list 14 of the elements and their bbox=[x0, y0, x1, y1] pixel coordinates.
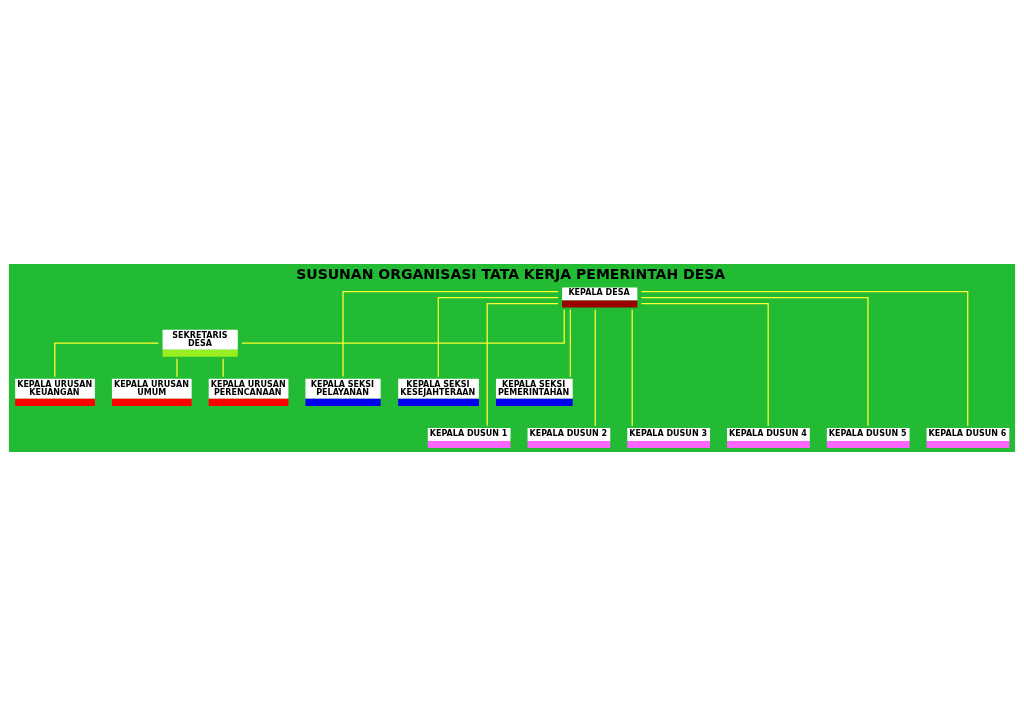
connector bbox=[241, 308, 565, 344]
connector bbox=[631, 308, 633, 426]
connector bbox=[222, 357, 224, 377]
connector bbox=[342, 290, 559, 377]
connector bbox=[640, 302, 769, 426]
connector bbox=[176, 357, 178, 377]
connector bbox=[640, 296, 869, 426]
connector bbox=[437, 296, 559, 377]
connector bbox=[486, 302, 559, 426]
connector bbox=[594, 308, 596, 426]
connector bbox=[54, 342, 160, 377]
connector bbox=[640, 290, 969, 426]
diagram-title: SUSUNAN ORGANISASI TATA KERJA PEMERINTAH DESA bbox=[296, 265, 726, 282]
connector bbox=[569, 308, 571, 377]
